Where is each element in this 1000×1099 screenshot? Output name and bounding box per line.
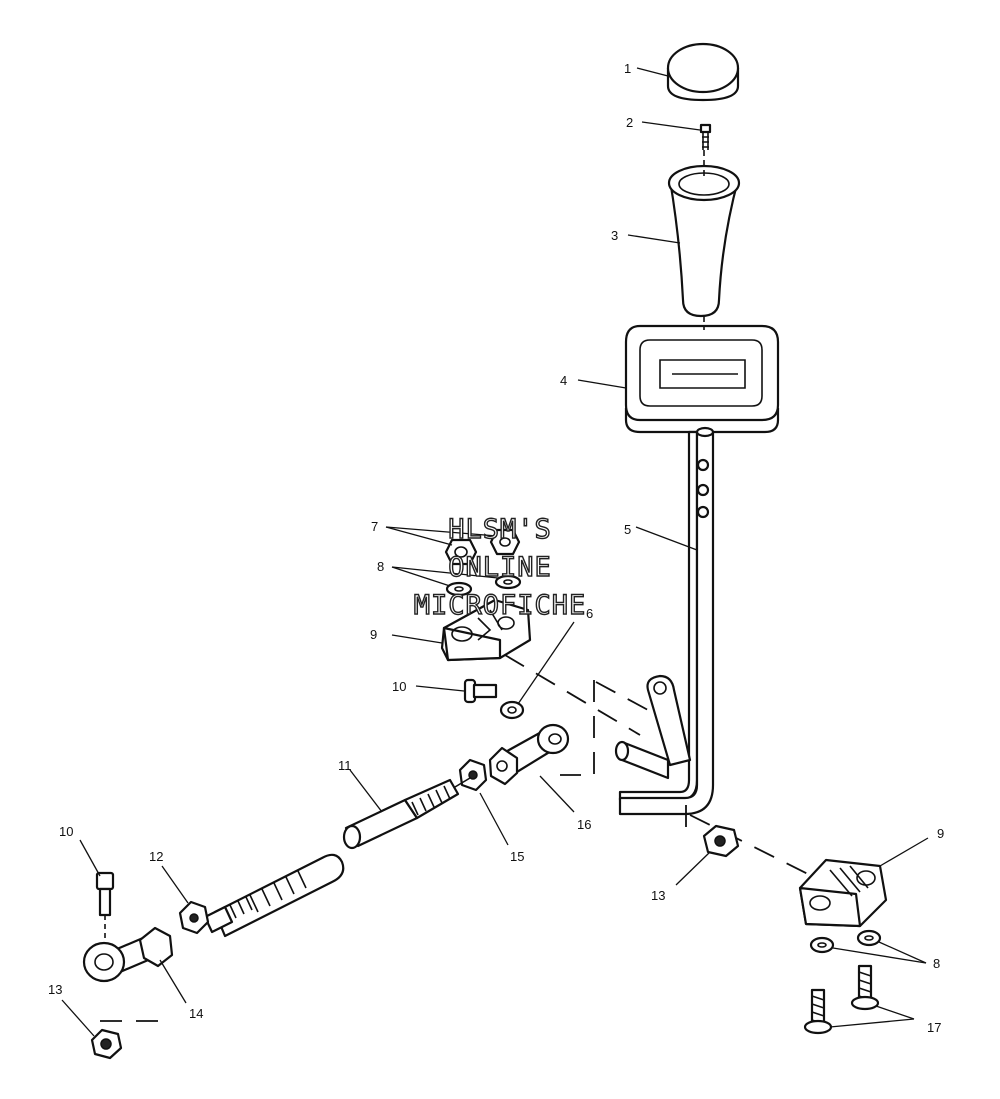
leader-4 [577,379,627,389]
callout-8-upper: 8 [377,559,384,574]
part-cable-body [203,853,345,938]
leader-14 [159,959,187,1004]
leader-9a [391,634,443,644]
part-screws-17 [803,964,880,1035]
part-knob-cap [666,42,740,102]
leader-13b [61,999,95,1037]
callout-9-upper: 9 [370,627,377,642]
callout-2: 2 [626,115,633,130]
callout-17: 17 [927,1020,941,1035]
assembly-line [595,681,649,711]
part-nuts-upper [444,528,521,566]
part-bolt-upper [463,678,498,704]
callout-3: 3 [611,228,618,243]
leader-15 [479,792,509,846]
part-bolt-lower [95,871,115,917]
leader-8d [878,941,927,964]
leader-7b [385,526,498,537]
callout-9-lower: 9 [937,826,944,841]
leader-8c [832,947,927,964]
part-rod-end-lower [82,926,174,983]
leader-16 [539,775,575,813]
callout-8-lower: 8 [933,956,940,971]
leader-9b [879,837,929,867]
part-nut-13-lower [90,1028,123,1060]
leader-10a [415,685,465,692]
callout-13-upper: 13 [651,888,665,903]
leader-8a [391,566,451,587]
callout-11: 11 [338,758,352,773]
part-washers-lower [809,929,882,954]
leader-10b [79,839,101,877]
part-screw [699,123,712,150]
part-cable-end [342,777,471,850]
leader-7a [385,526,453,546]
watermark-line-3: MICROFICHE [414,590,587,621]
callout-15: 15 [510,849,524,864]
part-nut-13-upper [702,824,740,858]
part-shift-boot-plate [624,324,780,434]
callout-4: 4 [560,373,567,388]
part-washers-upper [445,574,522,597]
callout-6: 6 [586,606,593,621]
leader-11 [349,769,383,813]
assembly-line [689,814,821,881]
callout-13-lower: 13 [48,982,62,997]
callout-14: 14 [189,1006,203,1021]
callout-16: 16 [577,817,591,832]
callout-1: 1 [624,61,631,76]
callout-10-lower: 10 [59,824,73,839]
assembly-line [560,680,595,776]
part-shift-lever-rod [614,426,715,816]
part-jam-nut-15 [458,758,488,792]
part-nut-12 [178,900,210,935]
part-handle-grip [667,164,741,318]
part-mount-bracket-lower [798,858,888,928]
callout-7: 7 [371,519,378,534]
leader-8b [391,566,499,579]
leader-5 [635,526,698,551]
part-mount-bracket-upper [440,598,532,662]
leader-1 [636,67,669,77]
leader-12 [161,865,189,904]
part-washer-6 [499,700,525,720]
watermark-line-2: ONLINE [448,552,552,583]
leader-13a [675,851,711,886]
leader-17a [829,1018,915,1028]
callout-12: 12 [149,849,163,864]
leader-2 [641,121,701,131]
part-rod-end [488,723,570,786]
assembly-line [504,654,641,736]
callout-5: 5 [624,522,631,537]
leader-6 [517,621,575,705]
watermark-line-1: HLSM'S [448,514,552,545]
leader-3 [627,234,681,244]
leader-17b [875,1005,915,1020]
callout-10-upper: 10 [392,679,406,694]
